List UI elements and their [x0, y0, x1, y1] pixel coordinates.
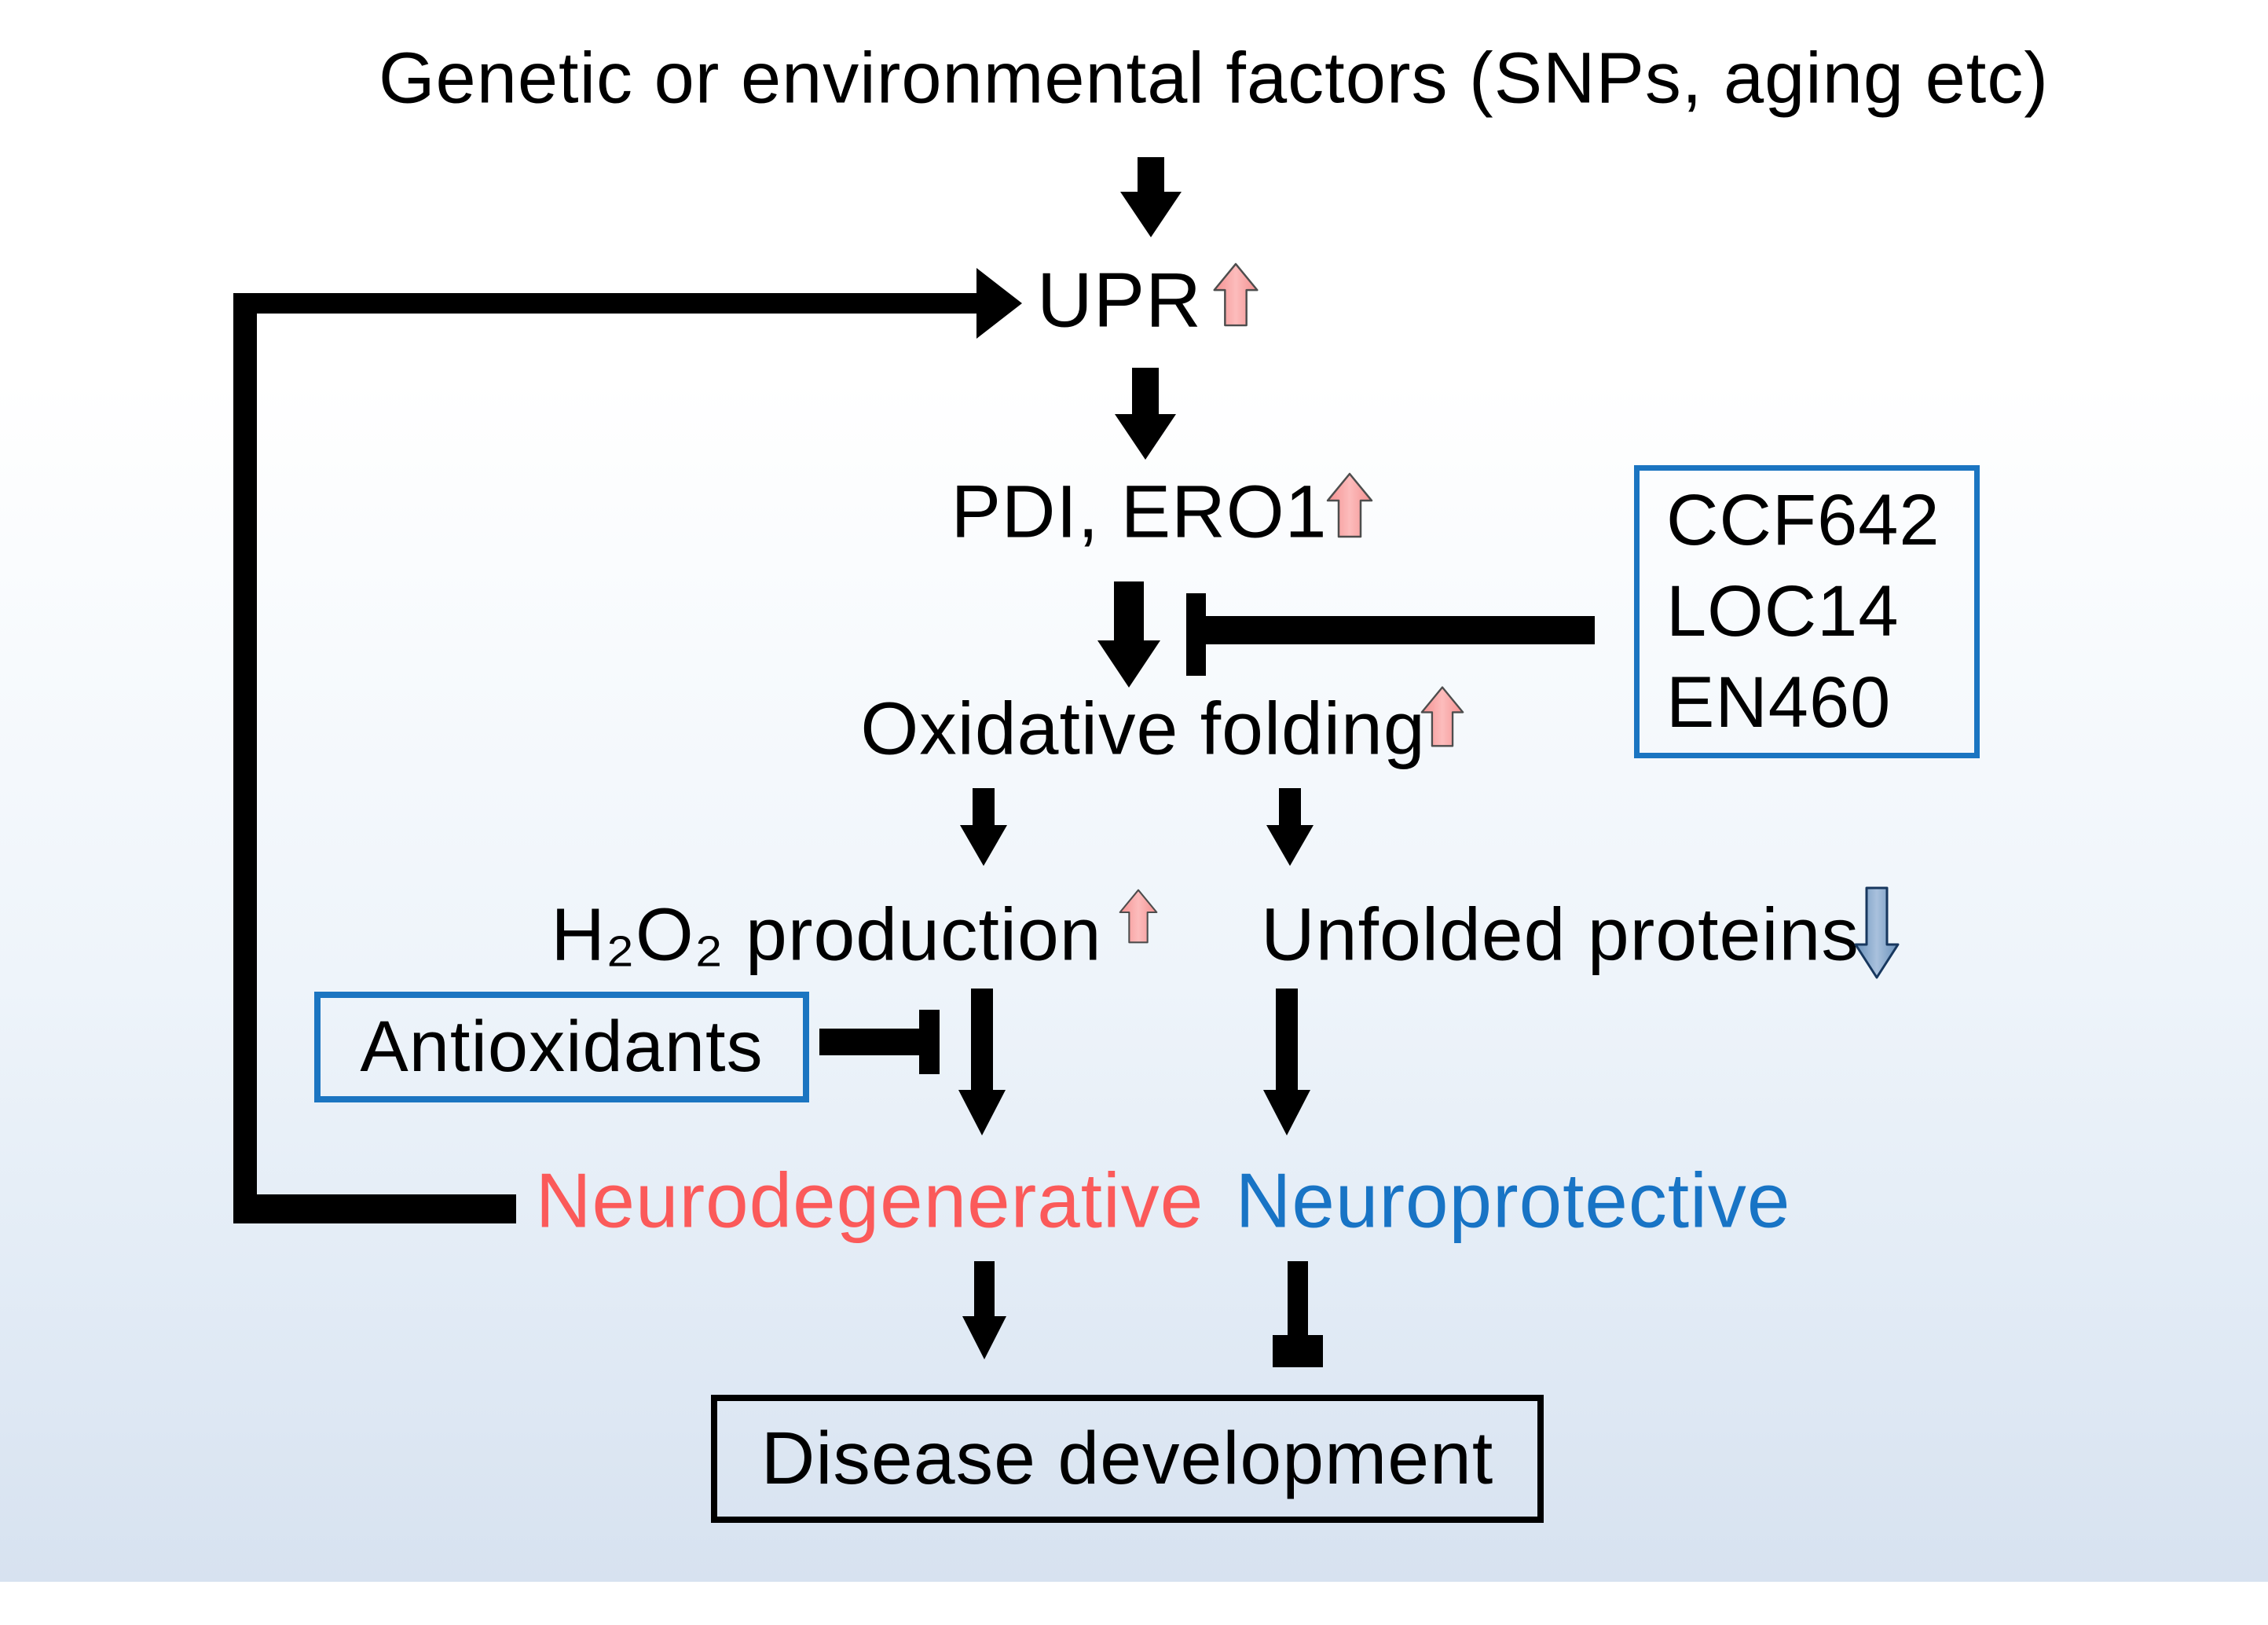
- neuroprotective-label: Neuroprotective: [1235, 1157, 1791, 1244]
- pdi-ero1-label: PDI, ERO1: [951, 470, 1328, 554]
- feedback-loop-vertical-line: [233, 293, 257, 1223]
- arrow-upr-to-pdi: [1115, 368, 1176, 460]
- inhibitor-item: EN460: [1666, 662, 1892, 743]
- down-trend-arrow-icon: [1854, 886, 1900, 979]
- upr-label: UPR: [1037, 256, 1202, 343]
- up-trend-arrow-icon: [1119, 882, 1158, 951]
- inhibitor-tbar-shaft: [1206, 616, 1595, 644]
- arrow-oxidative-to-unfolded: [1266, 788, 1314, 866]
- title: Genetic or environmental factors (SNPs, …: [378, 38, 2050, 119]
- up-trend-arrow-icon: [1326, 471, 1373, 539]
- disease-development-box: Disease development: [711, 1395, 1544, 1523]
- arrow-h2o2-to-neurodegenerative: [958, 989, 1006, 1135]
- inhibitor-item: CCF642: [1666, 480, 1940, 560]
- arrow-unfolded-to-neuroprotective: [1263, 989, 1310, 1135]
- arrow-factors-to-upr: [1120, 157, 1182, 237]
- antioxidants-box: Antioxidants: [314, 992, 809, 1102]
- inhibitor-item: LOC14: [1666, 571, 1900, 651]
- oxidative-folding-label: Oxidative folding: [860, 687, 1426, 771]
- arrow-oxidative-to-h2o2: [960, 788, 1007, 866]
- arrow-pdi-to-oxidative-folding: [1097, 581, 1160, 688]
- unfolded-proteins-label: Unfolded proteins: [1261, 893, 1859, 977]
- inhibitor-box: CCF642 LOC14 EN460: [1634, 465, 1980, 758]
- inhibitor-tbar-end: [1186, 593, 1206, 676]
- arrow-neurodegenerative-to-disease: [962, 1261, 1006, 1359]
- up-trend-arrow-icon: [1420, 682, 1464, 751]
- h2o2-production-label: H₂O₂ production: [551, 893, 1102, 977]
- feedback-loop-arrowhead-icon: [976, 268, 1022, 339]
- feedback-loop-top-line: [233, 293, 978, 314]
- antioxidant-tbar-shaft: [819, 1029, 919, 1055]
- disease-development-label: Disease development: [760, 1417, 1494, 1500]
- antioxidant-tbar-end: [919, 1010, 940, 1074]
- neuroprotective-tbar-shaft: [1288, 1261, 1308, 1344]
- feedback-loop-bottom-line: [233, 1194, 516, 1223]
- gradient-background: [0, 0, 2268, 1582]
- neuroprotective-tbar-end: [1273, 1335, 1323, 1367]
- antioxidants-label: Antioxidants: [360, 1007, 764, 1087]
- up-trend-arrow-icon: [1211, 262, 1260, 327]
- neurodegenerative-label: Neurodegenerative: [535, 1157, 1204, 1244]
